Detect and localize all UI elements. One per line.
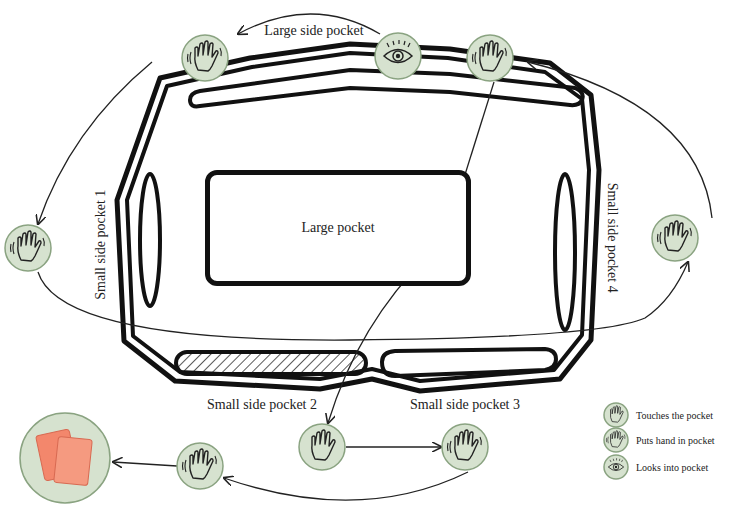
- pocket-name: Large side pocket: [264, 23, 363, 38]
- pocket-name: Small side pocket 3: [410, 397, 520, 412]
- pocket-name: Small side pocket 4: [604, 183, 619, 293]
- pocket-name: Small side pocket 1: [93, 190, 108, 300]
- legend-text: Looks into pocket: [636, 462, 708, 473]
- pocket-label: Large pocket: [301, 220, 374, 236]
- legend-text: Touches the pocket: [636, 410, 713, 421]
- pocket-box: Large pocket: [205, 170, 471, 286]
- pocket-name: Small side pocket 2: [207, 397, 317, 412]
- legend-text: Puts hand in pocket: [636, 435, 715, 446]
- flow-arrows: [38, 14, 712, 500]
- action-icons: [5, 33, 698, 503]
